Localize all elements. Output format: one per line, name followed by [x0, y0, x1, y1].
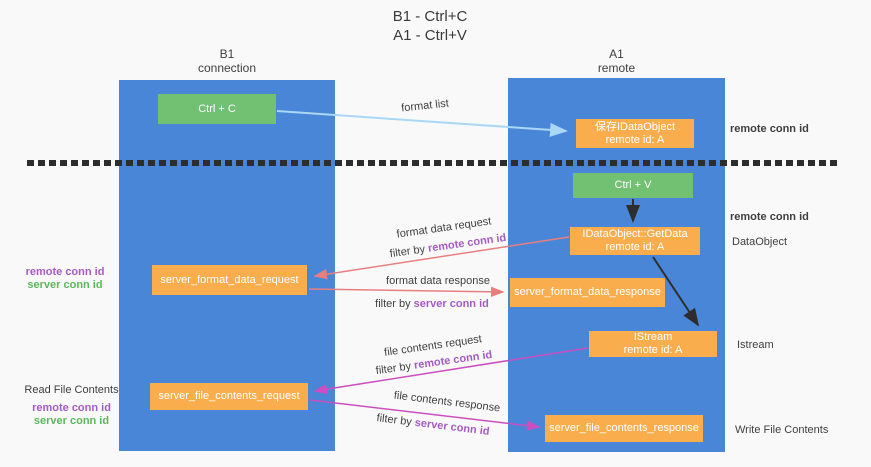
node-getdata-line2: remote id: A — [605, 241, 665, 253]
diagram-title: B1 - Ctrl+C A1 - Ctrl+V — [350, 7, 510, 45]
column-header-b1: B1 connection — [119, 47, 335, 75]
node-save-dataobject-line2: remote id: A — [605, 133, 665, 146]
column-header-a1: A1 remote — [508, 47, 725, 75]
node-istream-line2: remote id: A — [623, 344, 683, 356]
filter-by-text: filter by — [389, 242, 429, 261]
node-ctrl-c-label: Ctrl + C — [198, 102, 236, 115]
column-b1-name: B1 — [219, 47, 235, 61]
left-remote-conn-id-2: remote conn id — [32, 402, 111, 414]
column-a1-name: A1 — [609, 47, 624, 61]
node-server-format-data-request-label: server_format_data_request — [160, 273, 299, 286]
right-label-remote-conn-id-2: remote conn id — [730, 211, 809, 224]
node-istream-line1: IStream — [633, 331, 673, 343]
dataobject-text: DataObject — [732, 236, 788, 248]
node-server-file-contents-request-label: server_file_contents_request — [158, 390, 300, 402]
edge-label-filter-server-2: filter by server conn id — [376, 412, 490, 438]
right-label-dataobject: DataObject — [732, 236, 787, 249]
column-a1-subtitle: remote — [597, 61, 636, 75]
node-save-dataobject: 保存IDataObject remote id: A — [576, 119, 694, 148]
edge-label-format-list: format list — [401, 98, 450, 115]
write-file-contents-text: Write File Contents — [735, 424, 829, 436]
right-label-istream: Istream — [737, 339, 774, 352]
server-conn-id-text: server conn id — [413, 298, 489, 310]
node-server-file-contents-request: server_file_contents_request — [150, 383, 308, 410]
edge-label-format-list-text: format list — [400, 97, 450, 115]
node-ctrl-v: Ctrl + V — [573, 173, 693, 198]
arrow-format-data-response — [308, 286, 505, 298]
remote-conn-id-text: remote conn id — [730, 211, 809, 223]
read-file-contents-text: Read File Contents — [24, 384, 119, 396]
node-istream: IStream remote id: A — [589, 331, 717, 357]
filter-by-text: filter by — [375, 298, 414, 310]
filter-by-text: filter by — [375, 359, 415, 378]
filter-by-text: filter by — [375, 412, 416, 429]
title-line-2: A1 - Ctrl+V — [393, 27, 467, 44]
node-server-format-data-request: server_format_data_request — [152, 265, 307, 295]
node-save-dataobject-line1: 保存IDataObject — [594, 120, 676, 133]
node-server-format-data-response-label: server_format_data_response — [514, 286, 661, 298]
left-server-conn-id: server conn id — [27, 279, 103, 291]
column-b1-subtitle: connection — [197, 61, 257, 75]
right-label-write-file-contents: Write File Contents — [735, 424, 828, 437]
left-remote-conn-id: remote conn id — [25, 266, 105, 278]
node-getdata-line1: IDataObject::GetData — [582, 228, 688, 240]
node-server-file-contents-response: server_file_contents_response — [545, 415, 703, 442]
edge-label-format-data-response-text: format data response — [386, 275, 490, 287]
left-server-conn-id-2: server conn id — [33, 415, 110, 427]
right-label-remote-conn-id-1: remote conn id — [730, 123, 809, 136]
dashed-divider — [27, 160, 838, 166]
node-server-file-contents-response-label: server_file_contents_response — [549, 422, 699, 434]
server-conn-id-text: server conn id — [414, 416, 491, 438]
remote-conn-id-text: remote conn id — [427, 231, 507, 255]
edge-label-file-contents-response-text: file contents response — [393, 389, 501, 415]
node-ctrl-c: Ctrl + C — [158, 94, 276, 124]
left-label-read-file-contents-group: Read File Contents remote conn id server… — [24, 384, 119, 428]
title-line-1: B1 - Ctrl+C — [392, 8, 468, 25]
edge-label-file-contents-response: file contents response — [393, 390, 501, 415]
edge-label-format-data-response: format data response — [386, 275, 490, 287]
edge-label-filter-server-1: filter by server conn id — [375, 298, 489, 310]
left-label-conn-ids: remote conn id server conn id — [25, 266, 105, 292]
node-ctrl-v-label: Ctrl + V — [614, 179, 652, 191]
node-getdata: IDataObject::GetData remote id: A — [570, 227, 700, 255]
istream-text: Istream — [737, 339, 774, 351]
node-server-format-data-response: server_format_data_response — [510, 278, 665, 307]
remote-conn-id-text: remote conn id — [730, 123, 809, 135]
